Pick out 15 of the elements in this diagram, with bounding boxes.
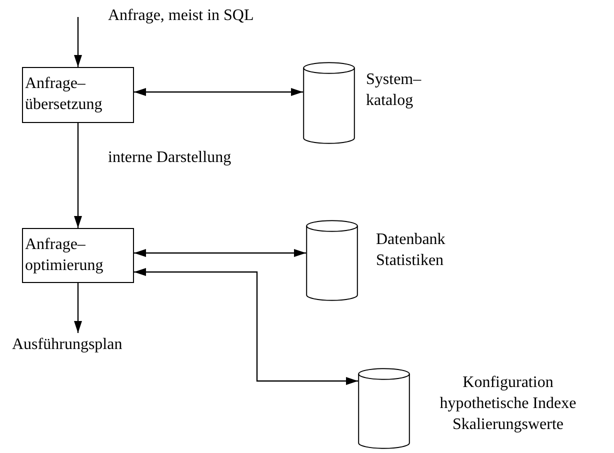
arrow bbox=[74, 17, 82, 67]
arrow bbox=[74, 123, 82, 228]
arrow bbox=[74, 283, 82, 333]
arrow bbox=[134, 249, 306, 257]
database-cylinder bbox=[303, 62, 355, 144]
database-cylinder bbox=[306, 220, 358, 301]
process-box: Anfrage– optimierung bbox=[22, 228, 134, 283]
arrow bbox=[134, 88, 303, 96]
store-label: System– katalog bbox=[366, 70, 422, 111]
database-cylinder bbox=[358, 368, 410, 449]
arrow bbox=[134, 268, 358, 385]
process-box: Anfrage– übersetzung bbox=[22, 67, 134, 123]
output-text: Ausführungsplan bbox=[12, 333, 142, 357]
store-label: Datenbank Statistiken bbox=[376, 230, 446, 271]
store-label: Konfiguration hypothetische Indexe Skalierungswerte bbox=[438, 373, 578, 435]
